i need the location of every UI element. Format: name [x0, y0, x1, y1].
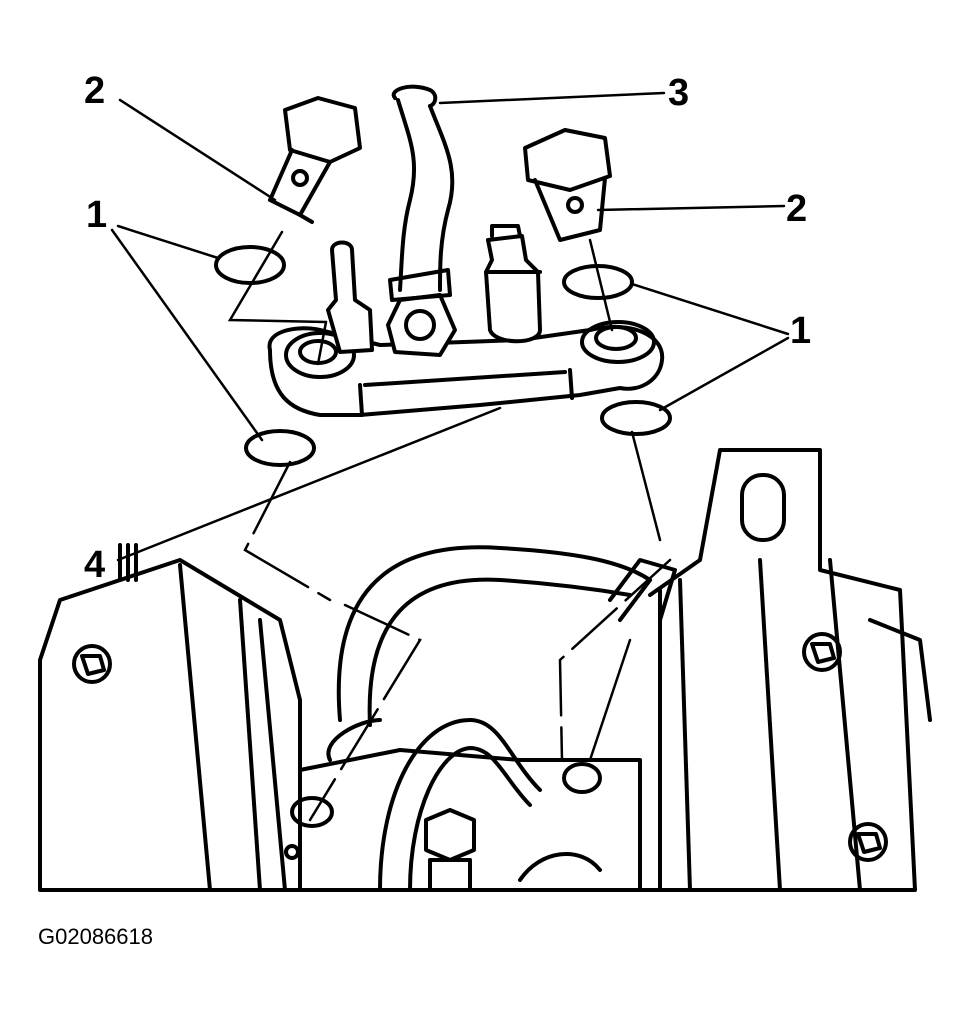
leader-lines: [110, 91, 790, 562]
banjo-bolt-right: [523, 128, 612, 242]
mounting-hole-right: [562, 762, 602, 794]
callout-banjo-bolt-left: 2: [84, 70, 106, 112]
callout-seal-left: 1: [86, 194, 108, 236]
exploded-parts: [214, 84, 672, 467]
callout-mount: 4: [84, 544, 106, 586]
mounting-hole-left: [290, 796, 334, 828]
seal-washer-lower-left: [244, 429, 316, 467]
seal-washer-upper-right: [562, 264, 634, 300]
assembly-center-lines: [227, 230, 672, 822]
figure-id: G02086618: [38, 924, 153, 949]
engine-head-drawing: [38, 448, 932, 892]
cover-bolt-left: [72, 644, 112, 684]
cover-bolt-right-upper: [802, 632, 842, 672]
callout-banjo-bolt-right: 2: [786, 188, 808, 230]
callout-seal-right: 1: [790, 310, 812, 352]
center-bolt: [424, 808, 476, 892]
callout-hose: 3: [668, 72, 690, 114]
cover-bolt-right-lower: [848, 822, 888, 862]
seal-washer-lower-right: [600, 400, 672, 436]
banjo-bolt-left: [268, 96, 362, 224]
vacuum-hose: [388, 84, 455, 302]
fuel-pipe-manifold: [267, 224, 665, 417]
seal-washer-upper-left: [214, 245, 286, 285]
